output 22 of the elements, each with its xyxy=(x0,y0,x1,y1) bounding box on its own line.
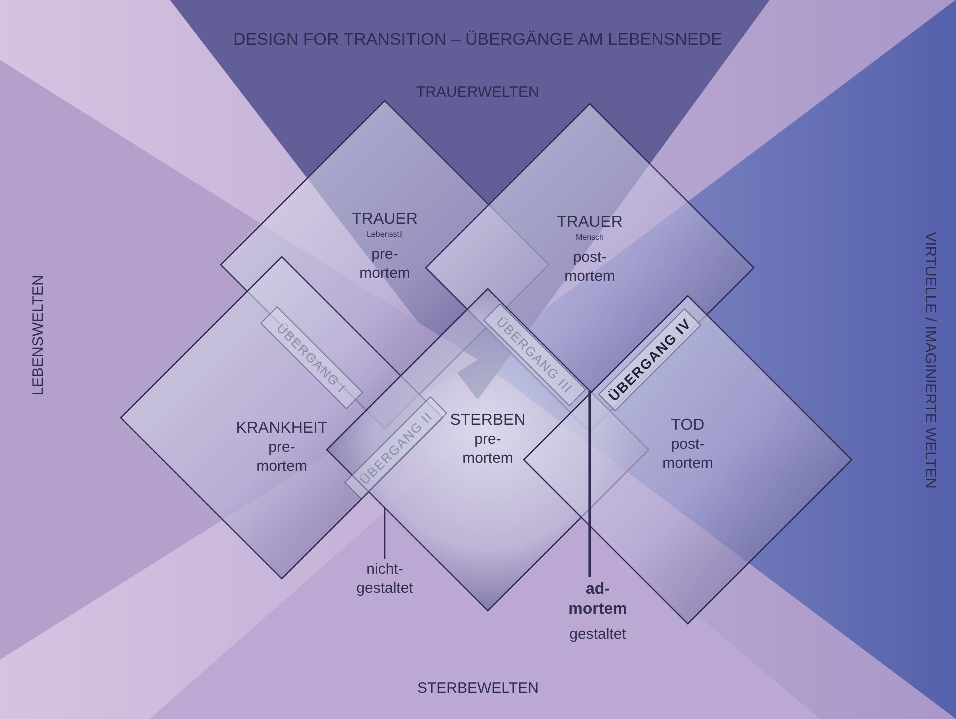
leader-line xyxy=(384,508,386,559)
annotation-text: gestaltet xyxy=(568,626,628,644)
region-label: STERBEWELTEN xyxy=(418,680,539,696)
node-heading: TOD xyxy=(671,416,705,436)
region-label: VIRTUELLE / IMAGINIERTE WELTEN xyxy=(921,232,938,488)
node-label: pre- mortem xyxy=(462,431,514,469)
annotation-text: nicht- gestaltet xyxy=(356,561,414,598)
node-heading: TRAUER xyxy=(352,210,418,230)
leader-line xyxy=(588,391,592,578)
node-heading: STERBEN xyxy=(450,411,526,432)
region-label: LEBENSWELTEN xyxy=(29,274,46,396)
node-label: pre- mortem xyxy=(358,246,412,284)
annotation-text: ad- mortem xyxy=(568,580,628,620)
node-heading: KRANKHEIT xyxy=(236,419,328,440)
diagram-title: DESIGN FOR TRANSITION – ÜBERGÄNGE AM LEBENSNEDE xyxy=(232,30,724,50)
node-subtitle: Mensch xyxy=(576,233,604,244)
node-heading: TRAUER xyxy=(557,213,623,234)
node-subtitle: Lebensstil xyxy=(366,230,404,240)
region-label: TRAUERWELTEN xyxy=(416,84,540,100)
node-label: pre- mortem xyxy=(256,439,308,477)
node-label: post- mortem xyxy=(564,249,616,287)
node-label: post- mortem xyxy=(662,436,714,474)
